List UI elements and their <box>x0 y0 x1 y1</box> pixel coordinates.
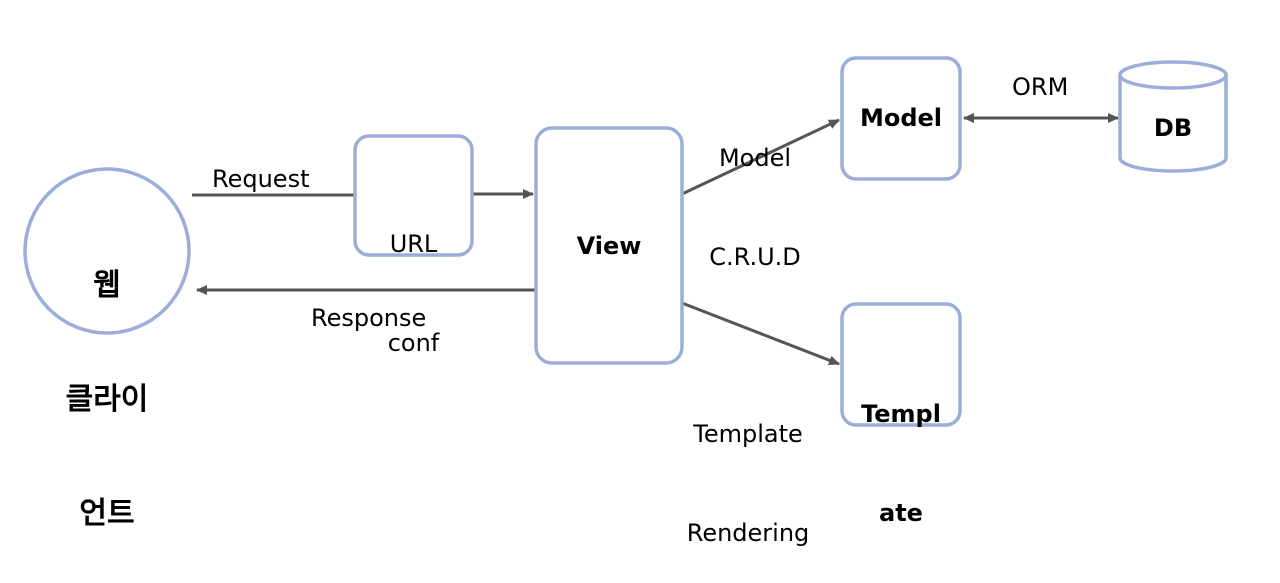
architecture-diagram <box>23 56 1228 427</box>
client-node <box>23 167 191 335</box>
db-node <box>1118 60 1228 173</box>
model-crud-label: Model C.R.U.D <box>700 76 810 307</box>
template-label: Templ ate <box>842 332 960 563</box>
url-conf-label-line-2: conf <box>387 329 440 357</box>
template-rendering-label: Template Rendering <box>680 352 816 583</box>
url-conf-label-line-1: URL <box>389 230 438 258</box>
view-node <box>534 126 684 365</box>
view-to-template-arrow <box>681 301 840 366</box>
url-conf-node <box>353 134 474 257</box>
client-label-line-3: 언트 <box>79 496 135 531</box>
model-crud-label-line-2: C.R.U.D <box>709 243 801 271</box>
view-label: View <box>576 232 642 260</box>
client-label-line-1: 웹 <box>93 268 121 303</box>
request-label: Request <box>212 165 310 193</box>
url-conf-label: URL conf <box>355 162 472 393</box>
view-to-model-arrow <box>681 118 840 196</box>
orm-label: ORM <box>1012 73 1069 101</box>
model-crud-label-line-1: Model <box>718 144 792 172</box>
template-rendering-label-line-2: Rendering <box>686 519 810 547</box>
template-label-line-1: Templ <box>861 400 941 428</box>
template-rendering-label-line-1: Template <box>693 420 803 448</box>
model-node <box>840 56 962 181</box>
response-label: Response <box>311 304 427 332</box>
template-node <box>840 302 962 427</box>
template-label-line-2: ate <box>879 499 923 527</box>
client-label-line-2: 클라이 <box>65 382 149 417</box>
client-label: 웹 클라이 언트 <box>37 191 177 571</box>
db-label: DB <box>1153 114 1193 142</box>
model-label: Model <box>859 104 943 132</box>
